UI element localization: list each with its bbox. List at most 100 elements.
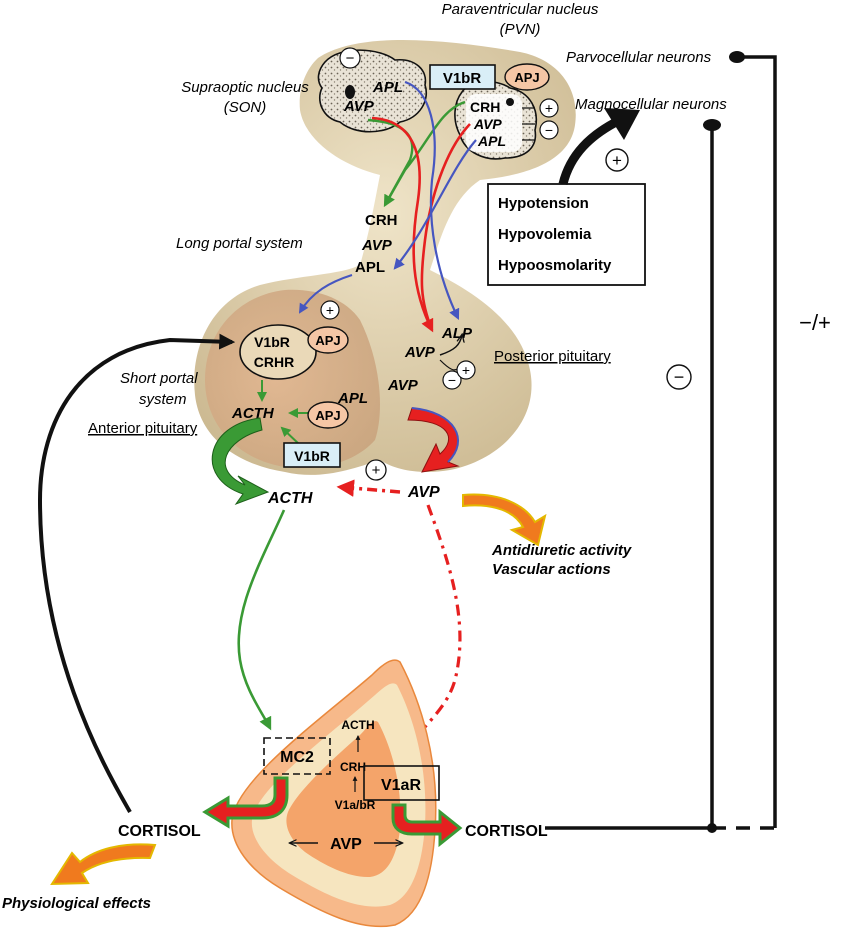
magno-minus-sign (666, 364, 692, 390)
stimulus-1: Hypotension (498, 195, 589, 212)
pvn-avp: AVP (473, 116, 502, 132)
pvn-text-bg (466, 94, 522, 152)
son-title: Supraoptic nucleus (181, 79, 309, 96)
pvn-dot (506, 98, 514, 106)
anterior-v1br: V1bR (254, 334, 290, 350)
stimulus-3: Hypoosmolarity (498, 257, 612, 274)
cortisol-right-label: CORTISOL (465, 823, 548, 840)
parvo-feedback-sign: −/+ (799, 310, 831, 335)
pvn-apl: APL (477, 133, 506, 149)
anterior-v1br-box-label: V1bR (294, 448, 330, 464)
circulation-plus-sign (365, 459, 387, 481)
pvn-feedback-lines (522, 107, 535, 141)
son-minus-sign (339, 47, 361, 69)
adrenal-medulla (286, 721, 401, 878)
posterior-minus-text: − (448, 372, 456, 388)
posterior-plus-sign (456, 360, 476, 380)
anterior-pituitary-label: Anterior pituitary (88, 420, 198, 437)
posterior-avp-2: AVP (387, 377, 419, 394)
anterior-v1br-box (283, 442, 341, 468)
pvn-crh: CRH (470, 99, 500, 115)
cortisol-left-label: CORTISOL (118, 823, 201, 840)
stimuli-to-magno-arrow (558, 115, 623, 186)
adrenal-acth: ACTH (341, 718, 374, 732)
anterior-green-diag (280, 426, 301, 446)
posterior-pituitary-label: Posterior pituitary (494, 348, 611, 365)
v1ar-label: V1aR (381, 777, 421, 794)
posterior-loop (439, 335, 462, 356)
circulation-acth: ACTH (267, 490, 313, 507)
pvn-minus-text: − (545, 122, 553, 138)
parvo-feedback-line (738, 55, 777, 828)
stalk-crh: CRH (365, 212, 398, 229)
blue-pathway-pvn (393, 139, 477, 270)
magno-minus-text: − (674, 367, 685, 387)
stalk-apl: APL (355, 259, 385, 276)
parvo-terminal (729, 51, 745, 63)
anterior-apj2-oval (307, 401, 349, 429)
green-pathway-pvn (383, 100, 466, 206)
red-pathway-pvn (420, 123, 471, 331)
pvn-title: Paraventricular nucleus (442, 1, 599, 18)
pvn-minus-sign (539, 120, 559, 140)
parvo-feedback-sign-bg (782, 307, 848, 337)
son-nucleus (317, 49, 427, 133)
anterior-apl: APL (337, 390, 368, 407)
mc2-label: MC2 (280, 749, 314, 766)
circulation-avp: AVP (407, 484, 440, 501)
short-portal-label-2: system (139, 391, 187, 408)
hyp-v1br-label: V1bR (443, 70, 482, 87)
pvn-plus-sign-1 (539, 98, 559, 118)
antidiuretic-label: Antidiuretic activity (491, 542, 632, 559)
anterior-cell (239, 324, 317, 380)
posterior-alp: ALP (441, 325, 473, 342)
cortisol-feedback-loop (37, 333, 236, 813)
anterior-apj2-label: APJ (315, 408, 340, 423)
short-portal-label-1: Short portal (120, 370, 198, 387)
circulation-plus-text: + (372, 462, 381, 479)
pvn-abbr: (PVN) (500, 21, 541, 38)
v1ar-receptor-box (363, 765, 440, 801)
adrenal-v1abr: V1a/bR (335, 798, 376, 812)
adrenal-avp: AVP (330, 836, 362, 853)
son-abbr: (SON) (224, 99, 267, 116)
stimulus-2: Hypovolemia (498, 226, 592, 243)
magnocellular-label: Magnocellular neurons (575, 96, 727, 113)
posterior-plus-text: + (462, 362, 470, 378)
anterior-apj-label: APJ (315, 333, 340, 348)
blue-pathway-son (404, 80, 460, 320)
physiological-effects-label: Physiological effects (2, 895, 151, 912)
stimuli-plus-text: + (612, 151, 622, 170)
stimuli-plus-sign (605, 148, 629, 172)
blue-edge-on-red-arrow (411, 407, 459, 463)
adrenal-crh: CRH (340, 760, 366, 774)
posterior-avp: AVP (404, 344, 436, 361)
physiological-effects-arrow (50, 843, 157, 886)
cortisol-right-exit-arrow (391, 803, 463, 848)
vascular-label: Vascular actions (492, 561, 611, 578)
green-curved-release-arrow (211, 417, 270, 506)
blue-pathway-stalk-to-anterior (298, 274, 353, 314)
hyp-v1br-box (429, 64, 496, 90)
pvn-plus-text-1: + (545, 100, 553, 116)
red-pathway-son (371, 116, 434, 333)
posterior-minus-sign (442, 370, 462, 390)
anterior-plus-sign (320, 300, 340, 320)
son-avp: AVP (343, 98, 375, 115)
anterior-acth: ACTH (231, 405, 275, 422)
hyp-apj-oval (504, 63, 550, 91)
hyp-apj-label: APJ (514, 70, 539, 85)
magno-terminal (703, 119, 721, 131)
son-apl: APL (372, 79, 403, 96)
antidiuretic-arrow (462, 493, 547, 547)
avp-to-acth-dashed (336, 479, 401, 497)
son-dot (345, 85, 355, 99)
long-portal-label: Long portal system (176, 235, 303, 252)
cortisol-left-exit-arrow (202, 776, 289, 829)
avp-to-adrenal-dashed (409, 504, 462, 745)
anterior-apj-oval (307, 326, 349, 354)
mc2-receptor-box (263, 737, 331, 775)
stimuli-arrow-head (604, 108, 640, 140)
